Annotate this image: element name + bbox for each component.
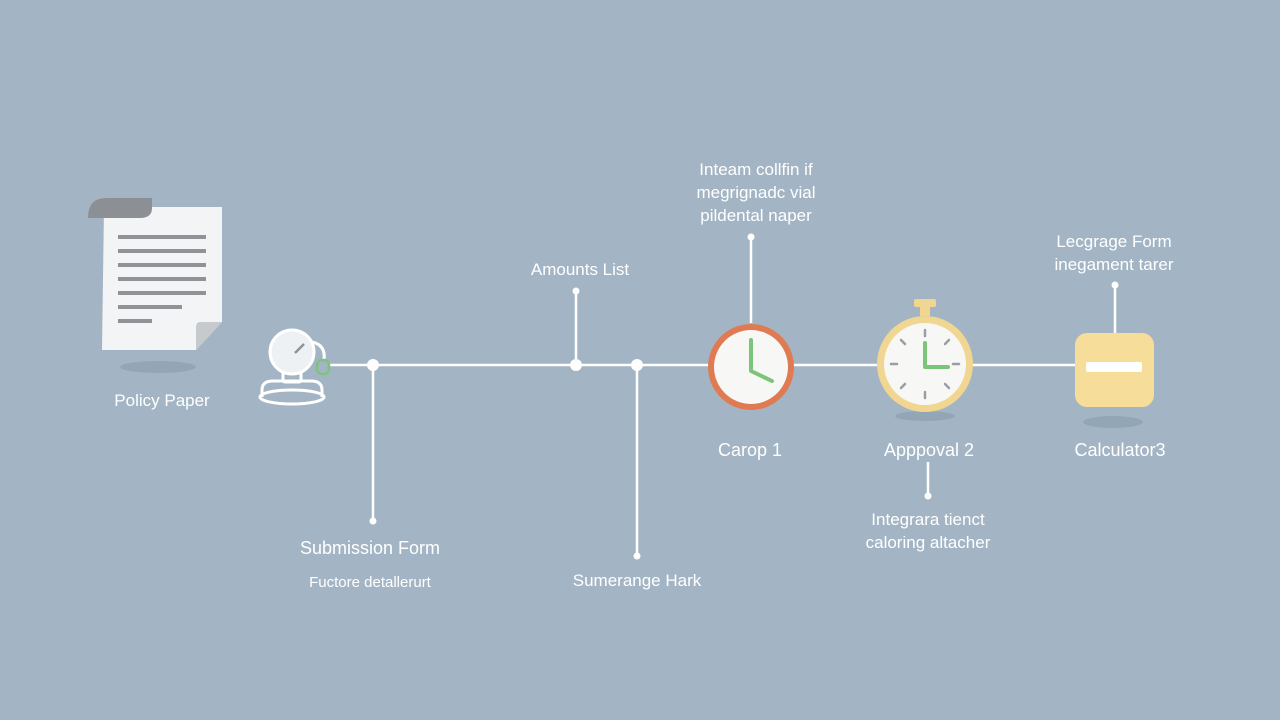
node-submission-end [369, 517, 377, 525]
label-amounts-list: Amounts List [530, 260, 630, 279]
leverage-note-line-1: Lecgrage Form [1056, 232, 1172, 251]
label-approval-note: Integrara tienct caloring altacher [866, 508, 991, 554]
label-submission-sub: Fuctore detallerurt [309, 574, 431, 591]
calculator-icon [1075, 333, 1154, 428]
node-sumerange [631, 359, 643, 371]
nodes [367, 233, 1119, 560]
label-top-note: Inteam collfin if megrignadc vial pilden… [696, 158, 815, 227]
node-submission [367, 359, 379, 371]
label-carop: Carop 1 [717, 440, 783, 460]
leverage-note-line-2: inegament tarer [1054, 255, 1174, 274]
node-leverage [1111, 281, 1119, 289]
document-icon [88, 198, 222, 373]
node-amounts [570, 359, 582, 371]
approval-note-line-2: caloring altacher [865, 533, 991, 552]
top-note-line-1: Inteam collfin if [699, 160, 813, 179]
label-calculator: Calculator3 [1074, 440, 1166, 460]
node-sumerange-end [633, 552, 641, 560]
node-top-note [747, 233, 755, 241]
connectors [371, 237, 1117, 556]
label-policy-paper: Policy Paper [114, 391, 210, 410]
label-leverage-note: Lecgrage Form inegament tarer [1054, 230, 1173, 276]
label-submission-form: Submission Form [299, 538, 441, 558]
top-note-line-2: megrignadc vial [696, 183, 816, 202]
label-sumerange-hark: Sumerange Hark [572, 571, 702, 590]
top-note-line-3: pildental naper [700, 206, 812, 225]
label-approval: Apppoval 2 [883, 440, 975, 460]
node-approval-note [924, 492, 932, 500]
node-amounts-top [572, 287, 580, 295]
stopwatch-icon [877, 299, 973, 421]
stamp-icon [258, 328, 331, 406]
clock-icon [708, 324, 794, 410]
approval-note-line-1: Integrara tienct [871, 510, 985, 529]
